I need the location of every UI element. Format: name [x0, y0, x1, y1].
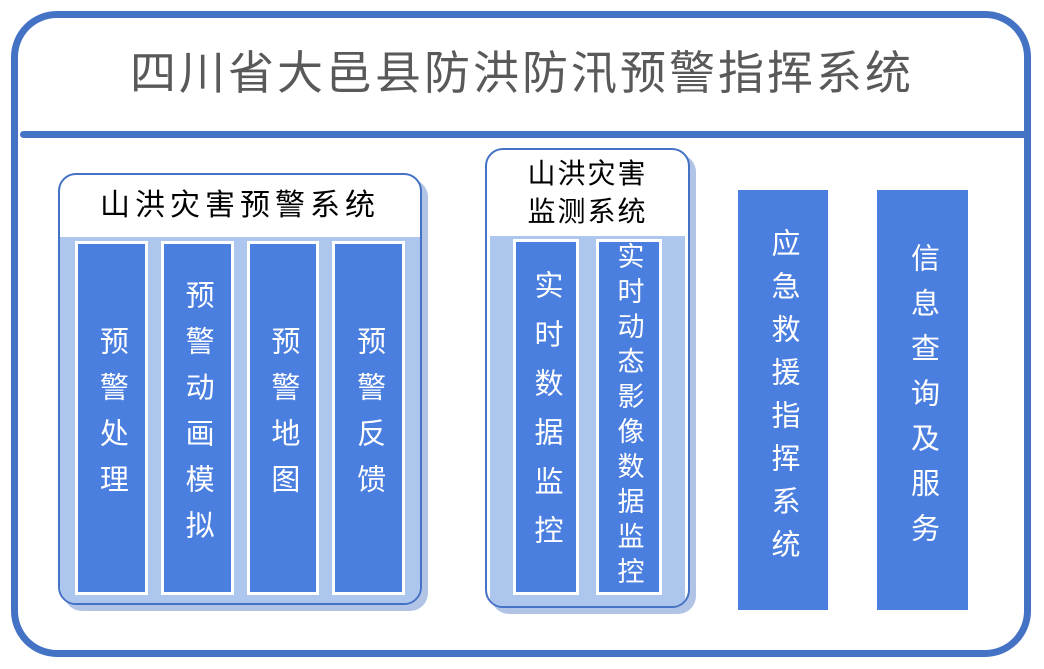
- bar-warning-feedback: 预警反馈: [332, 241, 405, 595]
- bar-warning-processing-label: 预警处理: [95, 326, 128, 510]
- group-flood-warning-title: 山洪灾害预警系统: [100, 189, 380, 222]
- group-flood-monitoring-body: 实时数据监控 实时动态影像数据监控: [490, 236, 685, 606]
- bar-information-query-service-label: 信息查询及服务: [906, 242, 939, 558]
- bar-warning-feedback-label: 预警反馈: [352, 326, 385, 510]
- bar-emergency-rescue-command-system-label: 应急救援指挥系统: [767, 228, 799, 572]
- group-flood-monitoring-system: 山洪灾害 监测系统 实时数据监控 实时动态影像数据监控: [485, 148, 690, 608]
- bar-realtime-dynamic-image-data-monitoring-label: 实时动态影像数据监控: [613, 242, 644, 592]
- group-flood-monitoring-title: 山洪灾害 监测系统: [487, 150, 688, 232]
- bar-warning-processing: 预警处理: [75, 241, 148, 595]
- bar-warning-map-label: 预警地图: [266, 326, 299, 510]
- bar-realtime-data-monitoring-label: 实时数据监控: [530, 270, 562, 564]
- bar-realtime-dynamic-image-data-monitoring: 实时动态影像数据监控: [596, 239, 662, 595]
- outer-frame-border: [11, 11, 1031, 657]
- group-flood-monitoring-title-line2: 监测系统: [527, 197, 648, 228]
- bar-realtime-data-monitoring: 实时数据监控: [513, 239, 579, 595]
- group-flood-monitoring-title-line1: 山洪灾害: [527, 159, 648, 190]
- bar-warning-animation-simulation-label: 预警动画模拟: [181, 280, 214, 556]
- bar-warning-animation-simulation: 预警动画模拟: [160, 241, 234, 595]
- title-divider-line: [20, 131, 1025, 138]
- page-title: 四川省大邑县防洪防汛预警指挥系统: [130, 47, 914, 99]
- bar-warning-map: 预警地图: [246, 241, 320, 595]
- bar-emergency-rescue-command-system: 应急救援指挥系统: [738, 190, 828, 610]
- group-flood-warning-body: 预警处理 预警动画模拟 预警地图 预警反馈: [60, 237, 420, 603]
- group-flood-warning-system: 山洪灾害预警系统 预警处理 预警动画模拟 预警地图 预警反馈: [58, 173, 422, 605]
- bar-information-query-service: 信息查询及服务: [877, 190, 968, 610]
